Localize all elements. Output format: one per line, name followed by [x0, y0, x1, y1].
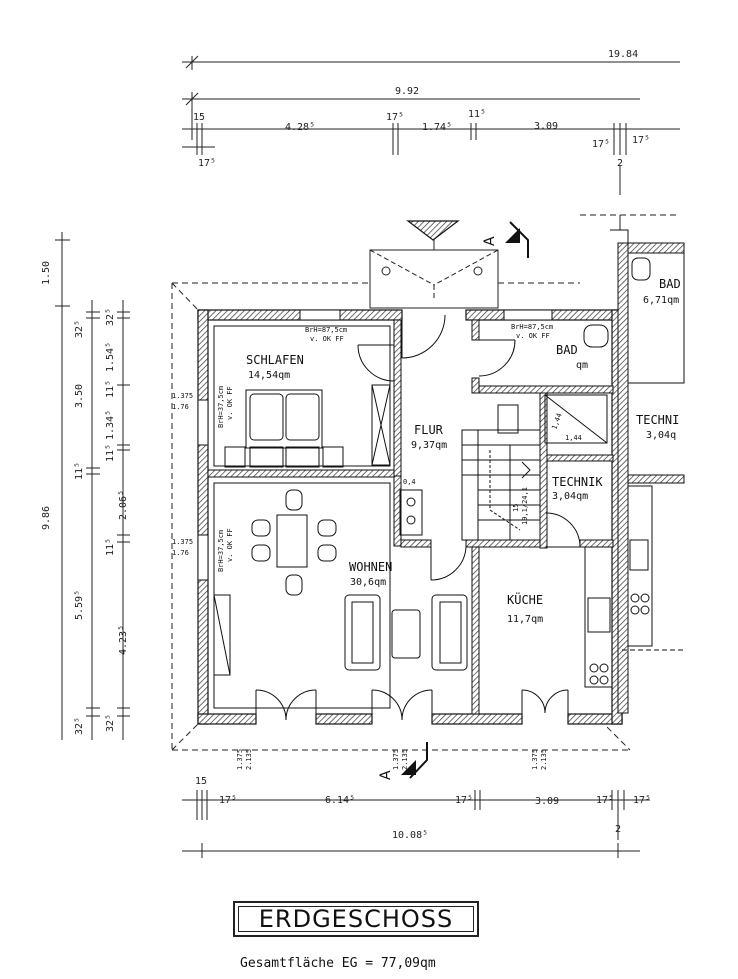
room-area-wohnen: 30,6qm [350, 577, 386, 588]
dim-bot-15: 15 [195, 776, 207, 787]
room-name-bad2: BAD [659, 277, 681, 291]
drawing-title: ERDGESCHOSS [258, 905, 454, 933]
note-brh-top-right-1: BrH=87,5cm [511, 323, 553, 331]
section-label-bottom: A [378, 770, 394, 780]
note-stair-n: 15 [512, 504, 520, 512]
section-label-top: A [482, 236, 498, 246]
room-name-kueche: KÜCHE [507, 591, 543, 607]
section-mark-top: A [482, 221, 529, 258]
top-dimension-chain [182, 55, 680, 230]
dim-986: 9.86 [41, 506, 52, 530]
dim2-115: 11⁵ [105, 380, 116, 398]
dim-175b: 17⁵ [198, 158, 216, 169]
dim-bot-6145: 6.14⁵ [325, 795, 355, 806]
note-win-176: 1.76 [172, 403, 189, 411]
note-door-2135c: 2.135 [540, 749, 548, 770]
drawing-title-box: ERDGESCHOSS [233, 901, 479, 937]
note-door-2135a: 2.135 [245, 749, 253, 770]
neighbor-unit [610, 229, 685, 714]
dim-4285: 4.28⁵ [285, 122, 315, 133]
note-door-1375a: 1.375 [236, 749, 244, 770]
dim-325a: 32⁵ [74, 320, 85, 338]
dim-total-width: 19.84 [608, 49, 638, 60]
note-win2-176: 1.76 [172, 549, 189, 557]
doors [255, 314, 581, 724]
roof-outline [171, 214, 680, 751]
dim2-1345: 1.34⁵ [105, 410, 116, 440]
left-dimension-chain [55, 232, 130, 740]
room-name-technik: TECHNIK [552, 475, 603, 489]
note-brh-top-left-2: v. OK FF [310, 335, 344, 343]
dim-bot-175b: 17⁵ [455, 795, 473, 806]
note-brh-left2-1: BrH=37,5cm [217, 530, 225, 572]
dim-5595: 5.59⁵ [74, 590, 85, 620]
room-name-schlafen: SCHLAFEN [246, 353, 304, 367]
note-win-1375: 1.375 [172, 392, 193, 400]
windows [197, 309, 553, 581]
interior-walls [207, 319, 614, 715]
note-door-2135b: 2.135 [401, 749, 409, 770]
dim2-1545: 1.54⁵ [105, 342, 116, 372]
note-step-144a: 1,44 [550, 412, 563, 431]
dim-150: 1.50 [41, 261, 52, 285]
note-brh-left-2: v. OK FF [226, 386, 234, 420]
room-area-technik2: 3,04q [646, 430, 676, 441]
dim-175c: 17⁵ [592, 139, 610, 150]
staircase [461, 429, 541, 541]
dim-115: 11⁵ [468, 109, 486, 120]
room-name-technik2: TECHNI [636, 413, 679, 427]
note-brh-top-left-1: BrH=87,5cm [305, 326, 347, 334]
room-area-flur: 9,37qm [411, 440, 447, 451]
bottom-dimension-chain [182, 790, 650, 858]
dim-15: 15 [193, 112, 205, 123]
section-mark-bottom: A [378, 742, 428, 780]
dim2-115b: 11⁵ [105, 444, 116, 462]
note-brh-left-1: BrH=37,5cm [217, 386, 225, 428]
dim-325b: 32⁵ [74, 717, 85, 735]
dim-1745: 1.74⁵ [422, 122, 452, 133]
entrance-canopy [369, 228, 499, 309]
dim-175d: 17⁵ [632, 135, 650, 146]
dim-bot-10085: 10.08⁵ [392, 830, 428, 841]
dim2-115c: 11⁵ [105, 538, 116, 556]
dim2-325b: 32⁵ [105, 714, 116, 732]
room-area-schlafen: 14,54qm [248, 370, 290, 381]
dim-115a: 11⁵ [74, 462, 85, 480]
note-door-1375c: 1.375 [531, 749, 539, 770]
dim-175a: 17⁵ [386, 112, 404, 123]
room-name-wohnen: WOHNEN [349, 560, 392, 574]
interior-outline [213, 325, 391, 709]
dim-2: 2 [617, 158, 623, 169]
note-brh-left2-2: v. OK FF [226, 528, 234, 562]
entry-triangle-icon [406, 220, 460, 241]
dim-bot-175c: 17⁵ [596, 795, 614, 806]
dim-bot-2: 2 [615, 824, 621, 835]
dim-350: 3.50 [74, 384, 85, 408]
note-brh-top-right-2: v. OK FF [516, 332, 550, 340]
dim-bot-175a: 17⁵ [219, 795, 237, 806]
room-area-bad2: 6,71qm [643, 295, 679, 306]
dim-bot-309: 3.09 [535, 796, 559, 807]
total-area-label: Gesamtfläche EG = 77,09qm [240, 956, 436, 971]
dim2-2065: 2.06⁵ [118, 490, 129, 520]
note-door-1375b: 1.375 [392, 749, 400, 770]
room-area-kueche: 11,7qm [507, 614, 543, 625]
dim-309: 3.09 [534, 121, 558, 132]
note-stair-04: 0,4 [403, 478, 416, 486]
dim2-4235: 4.23⁵ [118, 625, 129, 655]
dim-house-width: 9.92 [395, 86, 419, 97]
note-step-144b: 1,44 [565, 434, 582, 442]
dim2-325: 32⁵ [105, 308, 116, 326]
note-stair: 19,1/24,1 [521, 487, 529, 525]
furniture [213, 324, 613, 688]
dim-bot-175d: 17⁵ [633, 795, 651, 806]
room-name-flur: FLUR [414, 423, 444, 437]
note-win2-1375: 1.375 [172, 538, 193, 546]
room-area-bad: qm [576, 360, 588, 371]
room-name-bad: BAD [556, 343, 578, 357]
room-area-technik: 3,04qm [552, 491, 588, 502]
